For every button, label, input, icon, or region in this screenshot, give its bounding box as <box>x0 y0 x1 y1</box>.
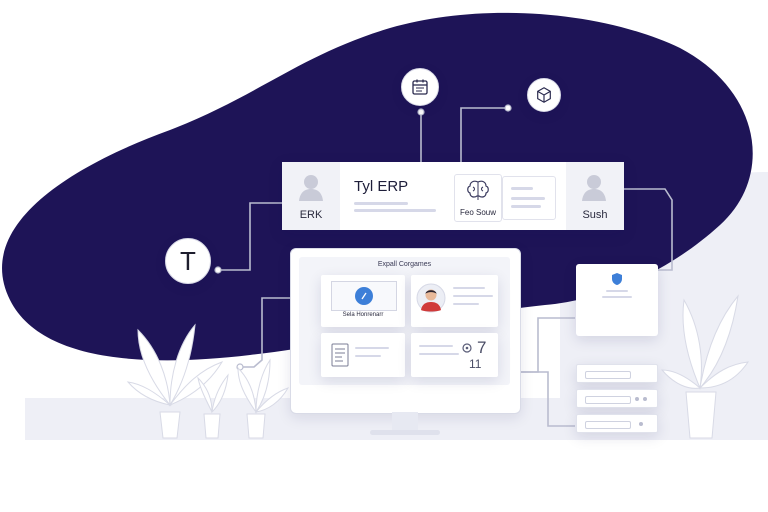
server-light <box>643 397 647 401</box>
edit-tile-caption: Sela Honrenarr <box>342 312 384 318</box>
text-placeholder <box>511 187 533 190</box>
side-card[interactable] <box>576 264 658 336</box>
server-slot <box>585 396 631 404</box>
connector-dot <box>417 108 425 116</box>
text-placeholder <box>354 202 408 205</box>
person-avatar <box>416 283 446 313</box>
server-unit <box>576 414 658 433</box>
text-placeholder <box>511 205 541 208</box>
gear-icon <box>462 343 472 353</box>
text-placeholder <box>602 296 632 298</box>
user-avatar-icon <box>299 175 323 201</box>
text-placeholder <box>354 209 436 212</box>
shield-icon <box>612 273 622 285</box>
t-node[interactable]: T <box>165 238 211 284</box>
stats-tile[interactable]: 7 11 <box>411 333 498 377</box>
text-placeholder <box>419 353 459 355</box>
header-left-caption: ERK <box>299 209 323 221</box>
line-t-node <box>218 202 282 271</box>
pencil-icon <box>355 287 373 305</box>
line-server <box>519 371 575 427</box>
cube-circle[interactable] <box>527 78 561 112</box>
profile-tile[interactable] <box>411 275 498 327</box>
user-avatar-icon <box>582 175 606 201</box>
connector-dot <box>504 104 512 112</box>
plant-left <box>126 323 224 439</box>
monitor-base <box>370 430 440 435</box>
server-unit <box>576 364 658 383</box>
brain-icon <box>467 180 489 200</box>
monitor-screen: Expall Corgames Sela Honrenarr <box>299 257 510 385</box>
header-title: Tyl ERP <box>354 178 409 195</box>
document-icon <box>331 343 349 367</box>
edit-tile[interactable]: Sela Honrenarr <box>321 275 405 327</box>
text-placeholder <box>419 345 453 347</box>
server-light <box>635 397 639 401</box>
plant-right <box>660 294 750 439</box>
monitor-neck <box>392 412 418 430</box>
plant-middle <box>237 358 290 439</box>
monitor-title: Expall Corgames <box>377 261 432 268</box>
brain-tile-caption: Feo Souw <box>459 208 497 217</box>
server-light <box>639 422 643 426</box>
cube-icon <box>537 87 551 103</box>
server-slot <box>585 371 631 379</box>
text-placeholder <box>355 355 381 357</box>
header-right-caption: Sush <box>582 209 608 221</box>
document-tile[interactable] <box>321 333 405 377</box>
text-placeholder <box>511 197 545 200</box>
text-placeholder <box>453 295 493 297</box>
line-left-monitor <box>240 297 290 368</box>
server-slot <box>585 421 631 429</box>
calendar-circle[interactable] <box>401 68 439 106</box>
text-placeholder <box>453 287 485 289</box>
info-tile[interactable] <box>502 176 556 220</box>
calendar-icon <box>412 79 428 95</box>
brain-tile[interactable]: Feo Souw <box>454 174 502 222</box>
header-card[interactable]: ERK Tyl ERP Feo Souw Sush <box>282 162 624 230</box>
stat-subvalue: 11 <box>469 357 482 371</box>
t-node-letter: T <box>180 245 196 276</box>
connector-dot <box>214 266 222 274</box>
line-cube <box>460 107 508 162</box>
stat-value: 7 <box>477 338 487 357</box>
text-placeholder <box>453 303 479 305</box>
text-placeholder <box>606 290 628 292</box>
plant-small <box>197 373 229 439</box>
text-placeholder <box>355 347 389 349</box>
edit-tile-frame <box>331 281 397 311</box>
line-header-right <box>624 188 673 271</box>
server-unit <box>576 389 658 408</box>
monitor: Expall Corgames Sela Honrenarr <box>290 248 521 414</box>
